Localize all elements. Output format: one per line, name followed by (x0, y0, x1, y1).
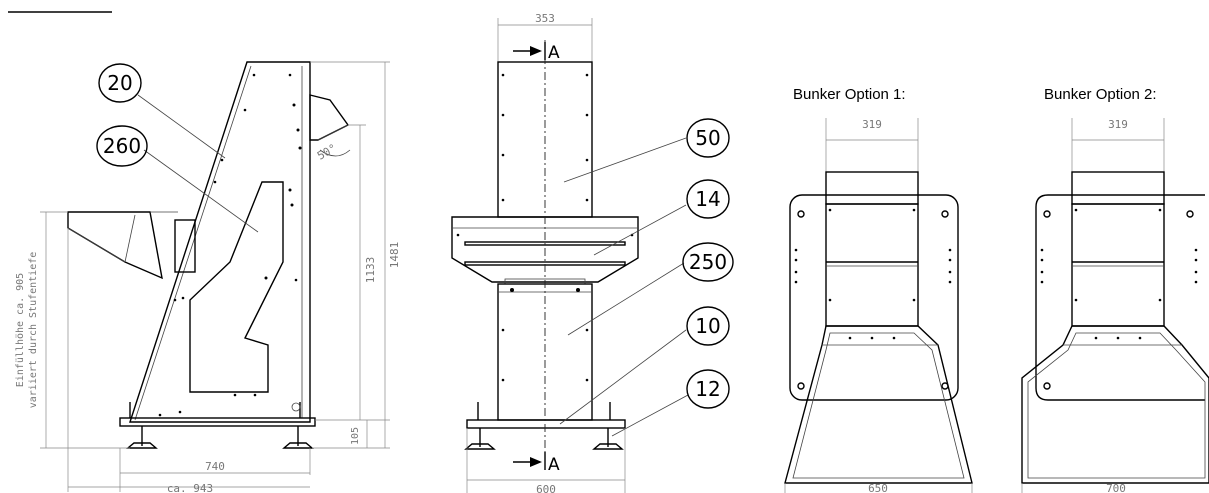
bunker2-title: Bunker Option 2: (1044, 86, 1157, 103)
dim-height-total: 1481 (388, 242, 401, 269)
dim-height-mid: 1133 (364, 257, 377, 284)
bunker2-backplate (1035, 194, 1205, 401)
dim-height-base: 105 (350, 427, 361, 445)
filling-height-note-2: variiert durch Stufentiefe (28, 252, 39, 409)
svg-text:20: 20 (107, 71, 132, 95)
bunker-option-1: Bunker Option 1: 319 650 (784, 86, 973, 493)
section-marker-top: A (548, 43, 560, 63)
bubble-20 (98, 63, 142, 103)
section-marker-bottom: A (548, 455, 560, 475)
bubble-50 (686, 118, 730, 158)
front-dim-top: 353 (535, 12, 555, 25)
bunker-option-2: Bunker Option 2: 319 700 (1021, 86, 1209, 493)
dim-width-total: ca. 943 (167, 482, 213, 493)
bunker2-funnel (1021, 325, 1209, 484)
svg-text:14: 14 (695, 187, 720, 211)
side-view: 50° 20 260 (15, 61, 401, 493)
svg-text:12: 12 (695, 377, 720, 401)
svg-text:10: 10 (695, 314, 720, 338)
front-view: 353 A A (451, 12, 734, 493)
svg-text:50: 50 (695, 126, 720, 150)
bunker1-dim-top: 319 (862, 118, 882, 131)
bunker1-title: Bunker Option 1: (793, 86, 906, 103)
bubble-260 (96, 125, 148, 167)
filling-height-note-1: Einfüllhöhe ca. 905 (15, 273, 26, 387)
bubble-12 (686, 369, 730, 409)
bubble-250 (682, 242, 734, 282)
bunker2-dim-top: 319 (1108, 118, 1128, 131)
bunker1-backplate (789, 194, 959, 401)
svg-text:250: 250 (689, 250, 727, 274)
bunker2-dim-bottom: 700 (1106, 482, 1126, 493)
dim-width-base: 740 (205, 460, 225, 473)
control-box (174, 219, 196, 273)
bubble-14 (686, 179, 730, 219)
bubble-10 (686, 306, 730, 346)
top-chute (309, 94, 350, 141)
svg-text:260: 260 (103, 134, 141, 158)
angle-label: 50° (315, 141, 339, 162)
front-base (466, 419, 626, 429)
side-base (119, 417, 316, 427)
side-hopper (67, 211, 163, 280)
inner-panel (189, 181, 284, 393)
bunker1-dim-bottom: 650 (868, 482, 888, 493)
hopper-ring (451, 216, 639, 283)
bunker1-funnel (784, 325, 973, 484)
front-dim-bottom: 600 (536, 483, 556, 493)
